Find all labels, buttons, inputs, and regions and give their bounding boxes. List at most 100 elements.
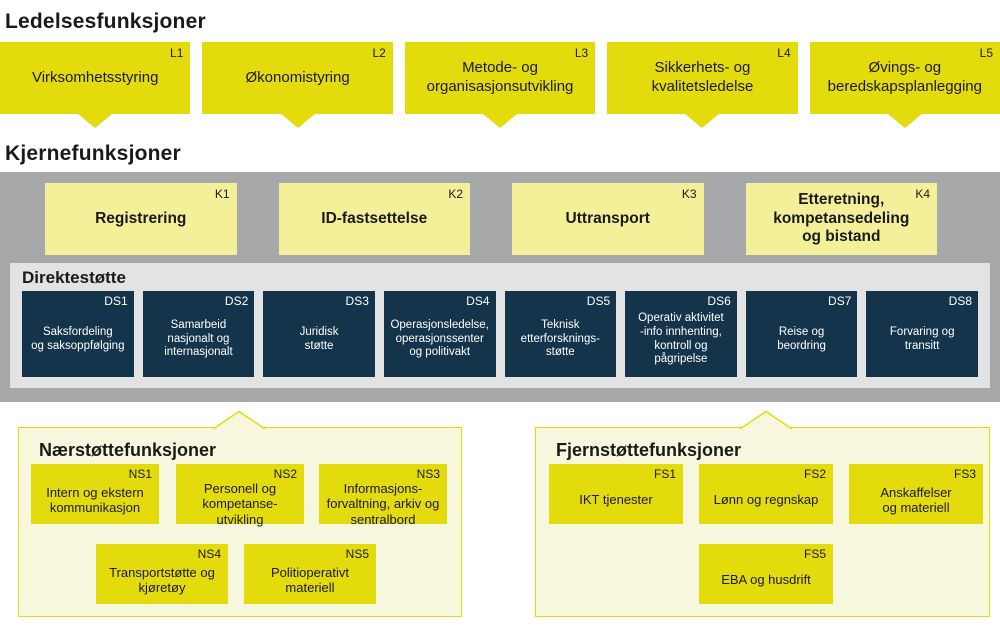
kjerne-section-heading: Kjernefunksjoner xyxy=(5,142,181,165)
box-label-ds8: Forvaring og transitt xyxy=(889,325,955,352)
box-id-k4: K4 xyxy=(915,187,930,201)
box-id-fs2: FS2 xyxy=(803,467,826,481)
box-id-l3: L3 xyxy=(574,46,589,60)
function-box-fs2: FS2 Lønn og regnskap xyxy=(699,464,833,524)
box-id-ns3: NS3 xyxy=(416,467,440,481)
box-id-ds7: DS7 xyxy=(828,294,852,308)
label-wrap: Forvaring og transitt xyxy=(866,308,978,377)
function-box-l1: L1 Virksomhetsstyring xyxy=(0,42,191,128)
box-id-ds8: DS8 xyxy=(948,294,972,308)
box-label-ds4: Operasjonsledelse, operasjonssenter og p… xyxy=(390,318,489,359)
box-label-ns5: Politioperativt materiell xyxy=(270,564,350,595)
box-label-ds1: Saksfordeling og saksoppfølging xyxy=(31,325,125,352)
arrow-down-icon xyxy=(483,114,518,128)
function-box-ns2: NS2 Personell og kompetanse- utvikling xyxy=(176,464,304,527)
function-box-ds1: DS1 Saksfordeling og saksoppfølging xyxy=(22,291,134,377)
label-wrap: Informasjons- forvaltning, arkiv og sent… xyxy=(319,481,447,532)
function-box-k2: K2 ID-fastsettelse xyxy=(278,183,470,255)
box-label-ds6: Operativ aktivitet -info innhenting, kon… xyxy=(638,311,724,366)
box-id-l1: L1 xyxy=(170,46,184,60)
box-label-ns3: Informasjons- forvaltning, arkiv og sent… xyxy=(326,481,440,527)
box-label-ds7: Reise og beordring xyxy=(777,325,826,352)
box-label-ds2: Samarbeid nasjonalt og internasjonalt xyxy=(164,318,233,359)
label-wrap: Transportstøtte og kjøretøy xyxy=(96,561,228,604)
function-box-ds4: DS4 Operasjonsledelse, operasjonssenter … xyxy=(383,291,496,377)
box-id-ns5: NS5 xyxy=(345,547,369,561)
label-wrap: Operativ aktivitet -info innhenting, kon… xyxy=(625,308,737,377)
arrow-down-icon xyxy=(887,114,922,128)
label-wrap: Samarbeid nasjonalt og internasjonalt xyxy=(143,308,255,377)
box-id-fs3: FS3 xyxy=(953,467,976,481)
box-id-l5: L5 xyxy=(979,46,994,60)
function-box-ns5: NS5 Politioperativt materiell xyxy=(244,544,376,604)
box-label-ds3: Juridisk støtte xyxy=(299,325,339,352)
box-label-k2: ID-fastsettelse xyxy=(321,209,428,227)
function-box-ds5: DS5 Teknisk etterforsknings- støtte xyxy=(504,291,617,377)
function-box-l2: L2 Økonomistyring xyxy=(202,42,393,128)
function-box-k4: K4 Etteretning, kompetansedeling og bist… xyxy=(745,183,937,255)
box-label-fs2: Lønn og regnskap xyxy=(713,492,819,508)
label-wrap: Saksfordeling og saksoppfølging xyxy=(22,308,134,377)
kjerne-panel: K1 Registrering K2 ID-fastsettelse K3 Ut… xyxy=(0,172,1000,402)
label-wrap: Anskaffelser og materiell xyxy=(849,481,983,524)
box-id-l4: L4 xyxy=(777,46,791,60)
label-wrap: EBA og husdrift xyxy=(699,561,833,604)
label-wrap: Reise og beordring xyxy=(746,308,858,377)
box-id-ds6: DS6 xyxy=(707,294,731,308)
kjerne-box-row: K1 Registrering K2 ID-fastsettelse K3 Ut… xyxy=(45,183,937,255)
label-wrap: Politioperativt materiell xyxy=(244,561,376,604)
label-wrap: Juridisk støtte xyxy=(263,308,375,377)
box-id-fs5: FS5 xyxy=(803,547,826,561)
box-label-l5: Øvings- og beredskapsplanlegging xyxy=(827,59,982,95)
box-label-l2: Økonomistyring xyxy=(245,68,350,86)
box-label-fs5: EBA og husdrift xyxy=(721,572,811,588)
box-label-l4: Sikkerhets- og kvalitetsledelse xyxy=(651,59,754,95)
direktestotte-panel: Direktestøtte DS1 Saksfordeling og sakso… xyxy=(10,263,990,388)
label-wrap: Operasjonsledelse, operasjonssenter og p… xyxy=(384,308,496,377)
box-id-ds2: DS2 xyxy=(224,294,249,308)
function-box-ns4: NS4 Transportstøtte og kjøretøy xyxy=(96,544,228,604)
naerstotte-title: Nærstøttefunksjoner xyxy=(39,440,217,460)
box-id-ns4: NS4 xyxy=(197,547,221,561)
function-box-fs3: FS3 Anskaffelser og materiell xyxy=(849,464,983,524)
naerstotte-panel: Nærstøttefunksjoner NS1 Intern og ekster… xyxy=(18,410,462,617)
label-wrap: Lønn og regnskap xyxy=(699,481,833,524)
function-box-fs5: FS5 EBA og husdrift xyxy=(699,544,833,604)
function-box-fs1: FS1 IKT tjenester xyxy=(549,464,683,524)
arrow-down-icon xyxy=(685,114,720,128)
label-wrap: Intern og ekstern kommunikasjon xyxy=(31,481,159,524)
box-id-l2: L2 xyxy=(372,46,386,60)
box-id-k1: K1 xyxy=(214,187,230,201)
box-id-ds1: DS1 xyxy=(104,294,128,308)
connector-notch-up-icon xyxy=(212,410,266,429)
box-id-ns1: NS1 xyxy=(128,467,152,481)
function-box-ds7: DS7 Reise og beordring xyxy=(745,291,858,377)
function-box-k1: K1 Registrering xyxy=(45,183,237,255)
box-label-fs1: IKT tjenester xyxy=(579,492,653,508)
box-id-ds5: DS5 xyxy=(586,294,611,308)
label-wrap: Teknisk etterforsknings- støtte xyxy=(505,308,617,377)
function-box-ds3: DS3 Juridisk støtte xyxy=(263,291,375,377)
fjernstotte-panel: Fjernstøttefunksjoner FS1 IKT tjenester … xyxy=(535,410,990,617)
function-box-ns3: NS3 Informasjons- forvaltning, arkiv og … xyxy=(319,464,447,527)
function-box-l4: L4 Sikkerhets- og kvalitetsledelse xyxy=(607,42,798,128)
box-label-k3: Uttransport xyxy=(565,209,650,227)
box-label-k4: Etteretning, kompetansedeling og bistand xyxy=(773,190,910,246)
function-box-ds8: DS8 Forvaring og transitt xyxy=(866,291,978,377)
box-label-l1: Virksomhetsstyring xyxy=(31,68,159,86)
box-label-ns2: Personell og kompetanse- utvikling xyxy=(202,481,278,527)
direktestotte-title: Direktestøtte xyxy=(22,268,126,287)
box-label-ns1: Intern og ekstern kommunikasjon xyxy=(46,484,144,515)
box-label-k1: Registrering xyxy=(95,209,187,227)
function-box-ns1: NS1 Intern og ekstern kommunikasjon xyxy=(31,464,159,524)
box-id-ds4: DS4 xyxy=(466,294,490,308)
function-box-k3: K3 Uttransport xyxy=(512,183,704,255)
arrow-down-icon xyxy=(280,114,315,128)
function-box-ds2: DS2 Samarbeid nasjonalt og internasjonal… xyxy=(142,291,255,377)
fjernstotte-title: Fjernstøttefunksjoner xyxy=(556,440,742,460)
label-wrap: IKT tjenester xyxy=(549,481,683,524)
box-id-ns2: NS2 xyxy=(273,467,297,481)
direktestotte-box-row: DS1 Saksfordeling og saksoppfølging DS2 … xyxy=(22,291,978,377)
box-id-k2: K2 xyxy=(448,187,463,201)
